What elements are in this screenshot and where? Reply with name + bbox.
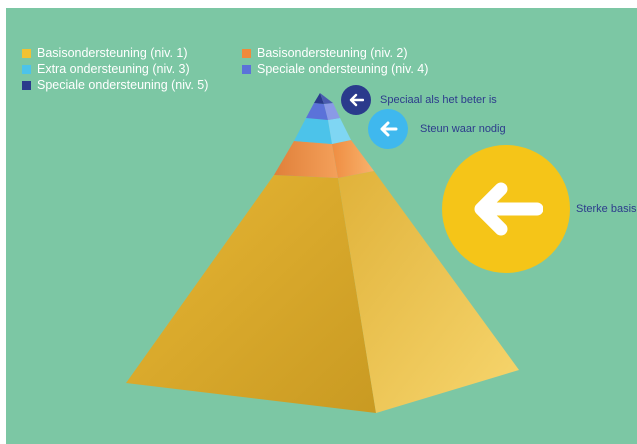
pyramid-level-1-right-face: [338, 171, 519, 413]
pyramid-level-4-left-face: [306, 103, 328, 120]
legend-label: Basisondersteuning (niv. 2): [257, 46, 408, 60]
pyramid-level-3-right-face: [328, 118, 351, 144]
legend-item-level-4: Speciale ondersteuning (niv. 4): [242, 62, 462, 77]
pyramid-level-5-left-face: [314, 93, 324, 104]
legend-label: Basisondersteuning (niv. 1): [37, 46, 188, 60]
callout-special: Speciaal als het beter is: [341, 85, 497, 115]
legend-label: Speciale ondersteuning (niv. 5): [37, 78, 209, 92]
legend: Basisondersteuning (niv. 1) Basisonderst…: [22, 46, 462, 93]
legend-swatch: [22, 65, 31, 74]
diagram-canvas: Basisondersteuning (niv. 1) Basisonderst…: [6, 8, 637, 444]
legend-swatch: [22, 49, 31, 58]
legend-swatch: [242, 49, 251, 58]
callout-strong-base: Sterke basis: [442, 145, 637, 273]
callout-support-where-needed: Steun waar nodig: [368, 109, 506, 149]
legend-item-level-3: Extra ondersteuning (niv. 3): [22, 62, 242, 77]
support-pyramid: [126, 93, 519, 413]
callout-label: Speciaal als het beter is: [380, 94, 497, 106]
arrow-left-icon: [380, 121, 398, 137]
legend-swatch: [22, 81, 31, 90]
callout-circle: [442, 145, 570, 273]
legend-item-level-2: Basisondersteuning (niv. 2): [242, 46, 462, 61]
arrow-left-icon: [474, 182, 543, 236]
legend-label: Extra ondersteuning (niv. 3): [37, 62, 190, 76]
pyramid-level-1-left-face: [126, 175, 376, 413]
pyramid-level-2-left-face: [274, 141, 338, 178]
callout-circle: [368, 109, 408, 149]
pyramid-level-2-right-face: [332, 140, 374, 178]
pyramid-level-4-right-face: [324, 103, 340, 120]
legend-item-level-5: Speciale ondersteuning (niv. 5): [22, 78, 242, 93]
arrow-left-icon: [349, 93, 364, 107]
pyramid-level-3-left-face: [294, 118, 332, 144]
legend-swatch: [242, 65, 251, 74]
callout-circle: [341, 85, 371, 115]
legend-item-level-1: Basisondersteuning (niv. 1): [22, 46, 242, 61]
pyramid-level-5-right-face: [320, 93, 333, 104]
callout-label: Steun waar nodig: [420, 123, 506, 135]
callout-label: Sterke basis: [576, 203, 637, 215]
legend-label: Speciale ondersteuning (niv. 4): [257, 62, 429, 76]
